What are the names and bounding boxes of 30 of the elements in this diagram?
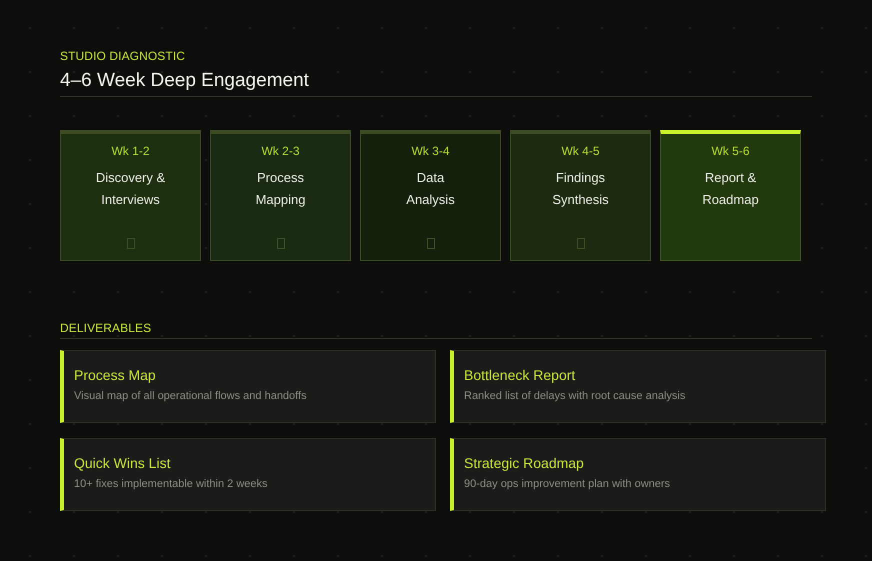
- deliverable-card: [450, 438, 826, 511]
- deliverable-title: Strategic Roadmap: [464, 455, 584, 472]
- deliverable-description: Ranked list of delays with root cause analysis: [464, 390, 686, 403]
- week-label: Wk 5-6: [711, 144, 750, 158]
- deliverable-card: [60, 438, 436, 511]
- phase-name: Report & Roadmap: [701, 169, 760, 209]
- phase-name: Data Analysis: [405, 169, 456, 209]
- deliverable-card: [60, 350, 436, 423]
- phase-name: Discovery & Interviews: [94, 169, 166, 209]
- deliverable-title: Process Map: [74, 367, 156, 384]
- section-heading: DELIVERABLES: [60, 321, 152, 335]
- deliverable-title: Bottleneck Report: [464, 367, 576, 384]
- week-label: Wk 3-4: [411, 144, 450, 158]
- phase-name: Process Mapping: [254, 169, 306, 209]
- week-label: Wk 4-5: [561, 144, 600, 158]
- phase-name: Findings Synthesis: [551, 169, 610, 209]
- eyebrow-heading: STUDIO DIAGNOSTIC: [60, 49, 186, 63]
- phase-card: [510, 130, 651, 261]
- phase-card: [360, 130, 501, 261]
- deliverable-card: [450, 350, 826, 423]
- deliverable-description: 10+ fixes implementable within 2 weeks: [74, 478, 268, 491]
- phase-card: [660, 130, 801, 261]
- phase-card: [210, 130, 351, 261]
- deliverable-description: 90-day ops improvement plan with owners: [464, 478, 670, 491]
- deliverable-description: Visual map of all operational flows and handoffs: [74, 390, 307, 403]
- week-label: Wk 1-2: [111, 144, 150, 158]
- deliverable-title: Quick Wins List: [74, 455, 170, 472]
- phase-card: [60, 130, 201, 261]
- week-label: Wk 2-3: [261, 144, 300, 158]
- page-title: 4–6 Week Deep Engagement: [60, 70, 309, 92]
